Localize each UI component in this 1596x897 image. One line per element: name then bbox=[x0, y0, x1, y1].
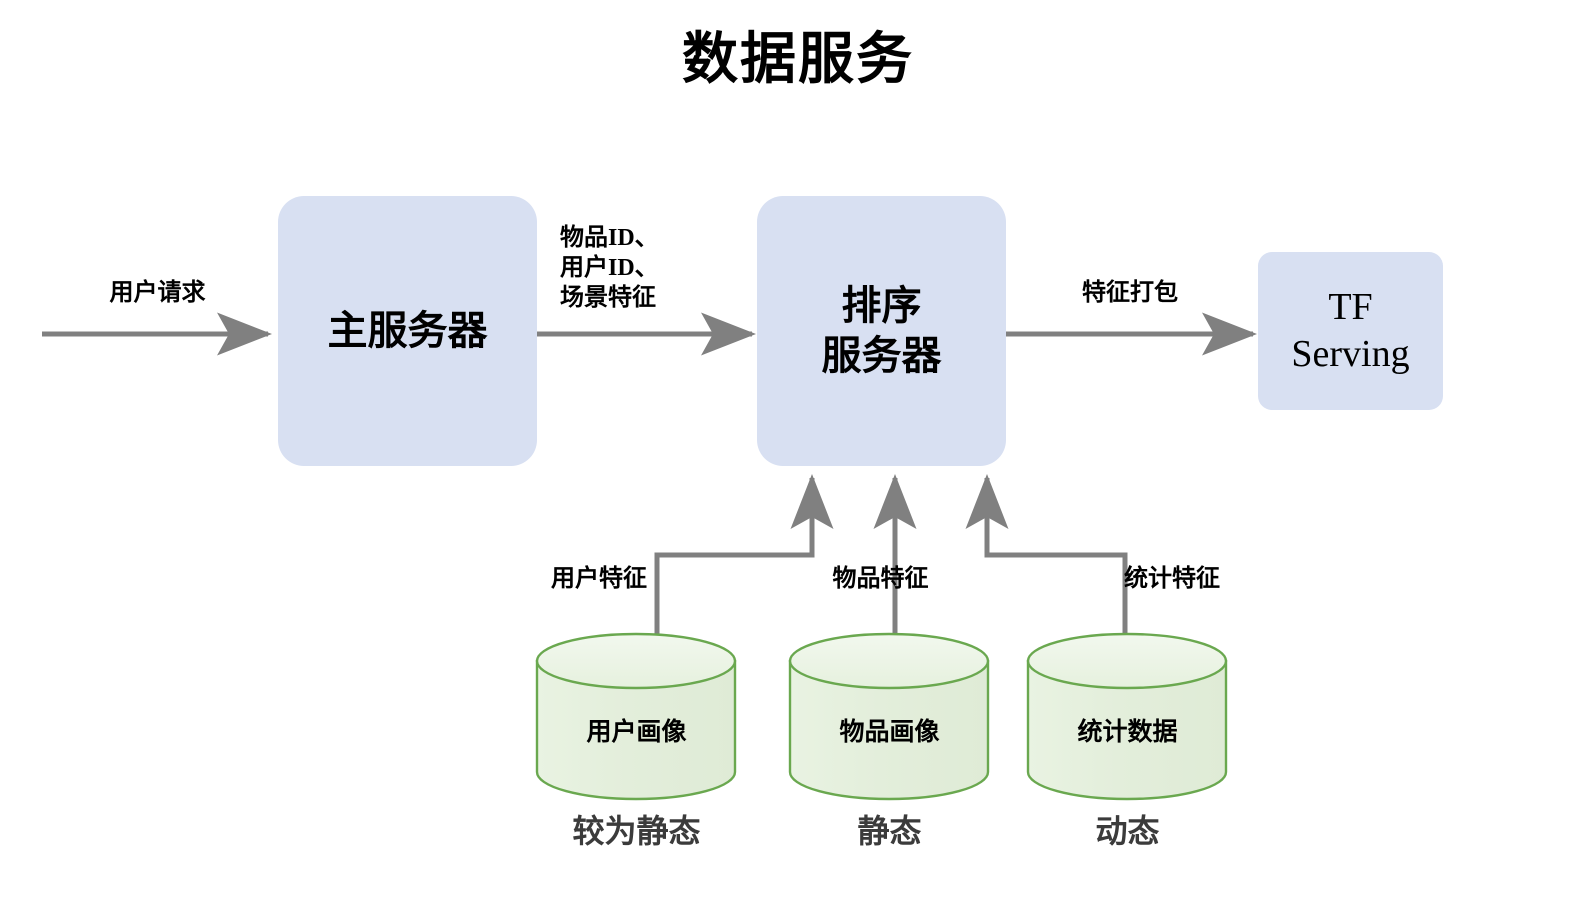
node-tf-serving-label: TF Serving bbox=[1291, 285, 1410, 376]
datastore-label-stat-data: 统计数据 bbox=[1077, 719, 1178, 746]
datastore-cylinder-user-profile bbox=[535, 632, 737, 801]
edge-label-user-request: 用户请求 bbox=[109, 280, 206, 306]
edge-label-feature-packing: 特征打包 bbox=[1082, 280, 1178, 306]
arrow-user-profile-to-ranking bbox=[654, 473, 834, 637]
datastore-cylinder-stat-data bbox=[1026, 632, 1228, 801]
edge-label-stat-feature: 统计特征 bbox=[1124, 566, 1220, 592]
edge-label-item-feature: 物品特征 bbox=[832, 566, 929, 592]
page-title: 数据服务 bbox=[682, 29, 914, 91]
node-main-server-label: 主服务器 bbox=[327, 308, 488, 353]
node-tf-serving[interactable]: TF Serving bbox=[1258, 252, 1443, 410]
datastore-label-user-profile: 用户画像 bbox=[586, 719, 687, 746]
edge-label-user-feature: 用户特征 bbox=[551, 566, 647, 592]
edge-label-ids-and-context: 物品ID、 用户ID、 场景特征 bbox=[560, 225, 659, 311]
node-ranking-server[interactable]: 排序 服务器 bbox=[757, 196, 1006, 466]
datastore-cylinder-item-profile bbox=[788, 632, 990, 801]
datastore-label-item-profile: 物品画像 bbox=[839, 719, 940, 746]
node-ranking-server-label: 排序 服务器 bbox=[821, 283, 942, 378]
datastore-caption-user-profile: 较为静态 bbox=[572, 813, 701, 849]
datastore-caption-item-profile: 静态 bbox=[857, 813, 922, 849]
node-main-server[interactable]: 主服务器 bbox=[278, 196, 537, 466]
arrow-stat-data-to-ranking bbox=[965, 473, 1128, 637]
datastore-caption-stat-data: 动态 bbox=[1095, 813, 1160, 849]
